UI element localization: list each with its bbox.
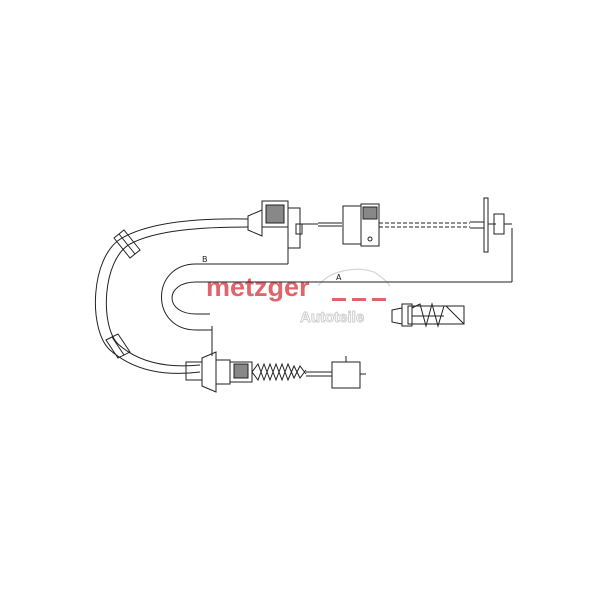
dimension-b	[161, 248, 289, 356]
cable-sheath	[94, 218, 249, 374]
detail-adjuster-view	[391, 302, 465, 328]
middle-fitting	[342, 203, 380, 247]
lower-inner-cable	[306, 371, 332, 377]
inner-wire-dashed	[379, 222, 470, 228]
pedal-end-terminal	[470, 197, 512, 253]
watermark-dashes	[332, 298, 386, 301]
lower-bellows	[251, 362, 307, 382]
inner-cable-top	[318, 222, 342, 227]
lower-end-terminal	[331, 356, 366, 389]
watermark-brand: metzger	[206, 272, 310, 302]
watermark-logo: metzger Autoteile	[206, 268, 391, 327]
watermark-subtitle: Autoteile	[300, 309, 364, 326]
sheath-clip-bottom	[105, 333, 131, 359]
top-end-fitting	[247, 200, 318, 249]
dimension-a-label: A	[336, 273, 342, 282]
watermark-car-icon	[317, 268, 391, 287]
lower-end-fitting	[185, 351, 253, 393]
dimension-b-label: B	[202, 255, 208, 264]
sheath-clip-top	[113, 229, 141, 259]
dimension-a	[171, 228, 513, 315]
